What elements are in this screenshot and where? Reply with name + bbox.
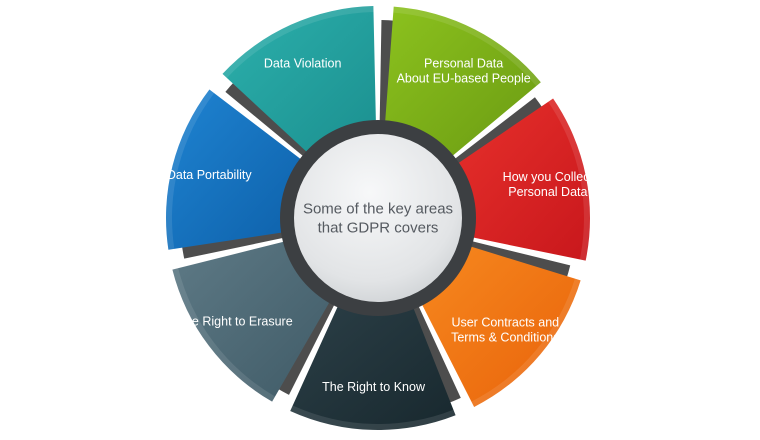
segment-separator-the-right-to-know xyxy=(407,294,461,404)
center-hub: Some of the key areas that GDPR covers xyxy=(280,120,476,316)
segment-label-line: Personal Data xyxy=(424,56,503,70)
segment-label-line: Data Violation xyxy=(264,57,342,71)
segment-how-you-collect-personal-data xyxy=(449,98,590,261)
segment-separator-how-you-collect-personal-data xyxy=(444,97,544,172)
segment-label-data-violation: Data Violation xyxy=(264,57,342,71)
segment-data-portability xyxy=(166,89,310,250)
segment-label-line: The Right to Erasure xyxy=(177,314,292,328)
center-circle xyxy=(294,134,462,302)
segment-label-line: Terms & Conditions xyxy=(451,331,559,345)
segment-highlight-the-right-to-know xyxy=(290,405,456,430)
segment-user-contracts-and-terms-and-conditions xyxy=(416,243,581,407)
segment-the-right-to-erasure xyxy=(172,238,336,402)
segment-personal-data-about-eu-based-people xyxy=(384,6,541,163)
segment-separator-data-violation xyxy=(225,80,318,165)
segment-label-line: The Right to Know xyxy=(322,380,426,394)
center-title: Some of the key areas that GDPR covers xyxy=(303,201,453,237)
segment-label-data-portability: Data Portability xyxy=(167,168,253,182)
segment-label-line: Data Portability xyxy=(167,168,253,182)
segment-separator-the-right-to-erasure xyxy=(276,290,341,395)
segment-highlight-data-portability xyxy=(166,89,215,250)
segment-label-line: How you Collect xyxy=(503,170,594,184)
center-title-line: Some of the key areas xyxy=(303,201,453,218)
segment-label-line: About EU-based People xyxy=(397,71,531,85)
segment-data-violation xyxy=(222,6,377,160)
segment-label-the-right-to-know: The Right to Know xyxy=(322,380,426,394)
segment-the-right-to-know xyxy=(290,296,456,430)
segment-label-line: Personal Data xyxy=(508,185,587,199)
segment-highlight-how-you-collect-personal-data xyxy=(548,98,590,261)
segment-separator-data-portability xyxy=(181,229,296,259)
segment-label-line: User Contracts and xyxy=(451,316,559,330)
segment-label-the-right-to-erasure: The Right to Erasure xyxy=(177,314,292,328)
center-title-line: that GDPR covers xyxy=(318,220,439,237)
